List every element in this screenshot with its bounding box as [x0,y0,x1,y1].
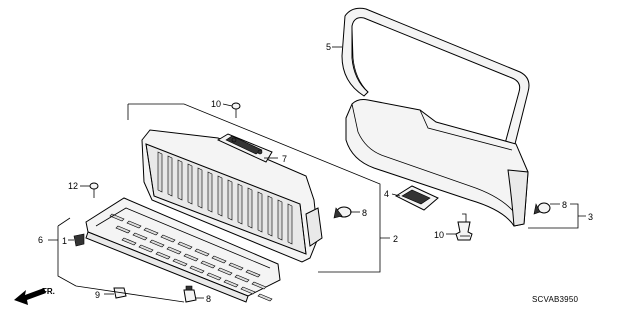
panel-rib [287,203,293,245]
panel-rib [157,151,163,193]
trim-slot [189,265,205,274]
callout-7: 7 [282,154,287,164]
part-8-fastener-right [533,202,551,215]
trim-slot [138,244,154,253]
callout-12: 12 [68,181,78,191]
callout-6: 6 [38,235,43,245]
trim-slot [126,220,142,229]
callout-10: 10 [434,230,444,240]
callout-8-right: 8 [562,200,567,210]
part-10-clip [455,213,473,241]
trim-slot [211,255,227,264]
front-direction-arrow-icon: FR. [14,287,55,305]
part-8-fastener-bottom [183,285,197,303]
trim-slot [183,253,199,262]
callout-8-middle: 8 [362,208,367,218]
trim-slot [121,237,137,246]
panel-rib [257,191,263,233]
panel-rib [277,199,283,241]
trim-slot [155,251,171,260]
trim-slot [194,248,210,257]
trim-slot [240,286,256,295]
panel-rib [217,175,223,217]
trim-slot [115,225,131,234]
part-8-fastener-middle [333,206,352,219]
part-5-seal-frame [341,7,530,156]
trim-slot [234,274,250,283]
callout-5: 5 [326,42,331,52]
part-7-bracket [216,133,273,163]
callout-3: 3 [588,212,593,222]
trim-slot [177,241,193,250]
trim-slot [217,267,233,276]
part-9-clip [113,287,127,299]
callout-4: 4 [384,189,389,199]
trim-slot [166,246,182,255]
trim-slot [132,232,148,241]
callout-2: 2 [393,234,398,244]
trim-slot [172,258,188,267]
direction-label: FR. [42,287,55,296]
trim-slot [245,269,261,278]
panel-rib [187,163,193,205]
callout-11: 10 [211,99,221,109]
diagram-code: SCVAB3950 [532,295,578,304]
part-6-cargo-trim [85,197,281,303]
trim-slot [228,262,244,271]
part-1-fastener [73,233,85,247]
panel-rib [177,159,183,201]
callout-1: 1 [62,236,67,246]
callout-8-bottom: 8 [206,294,211,304]
panel-rib [207,171,213,213]
trim-slot [200,260,216,269]
part-2-tailgate-panel [141,129,323,263]
part-11-screw [231,102,241,118]
trim-slot [143,227,159,236]
callout-9: 9 [95,290,100,300]
panel-rib [267,195,273,237]
panel-rib [197,167,203,209]
part-12-screw [89,182,99,198]
callout-labels: 5 10 7 8 2 12 6 1 9 8 4 10 8 3 [38,42,593,304]
trim-slot [223,279,239,288]
trim-slot [160,234,176,243]
leader-lines [48,46,586,303]
trim-slot [149,239,165,248]
trim-slot [206,272,222,281]
part-3-trim-panel [345,99,529,227]
panel-rib [227,179,233,221]
panel-rib [247,187,253,229]
trim-slot [251,281,267,290]
panel-rib [237,183,243,225]
part-4-handle [394,185,439,211]
trim-slot [257,293,273,302]
panel-rib [167,155,173,197]
